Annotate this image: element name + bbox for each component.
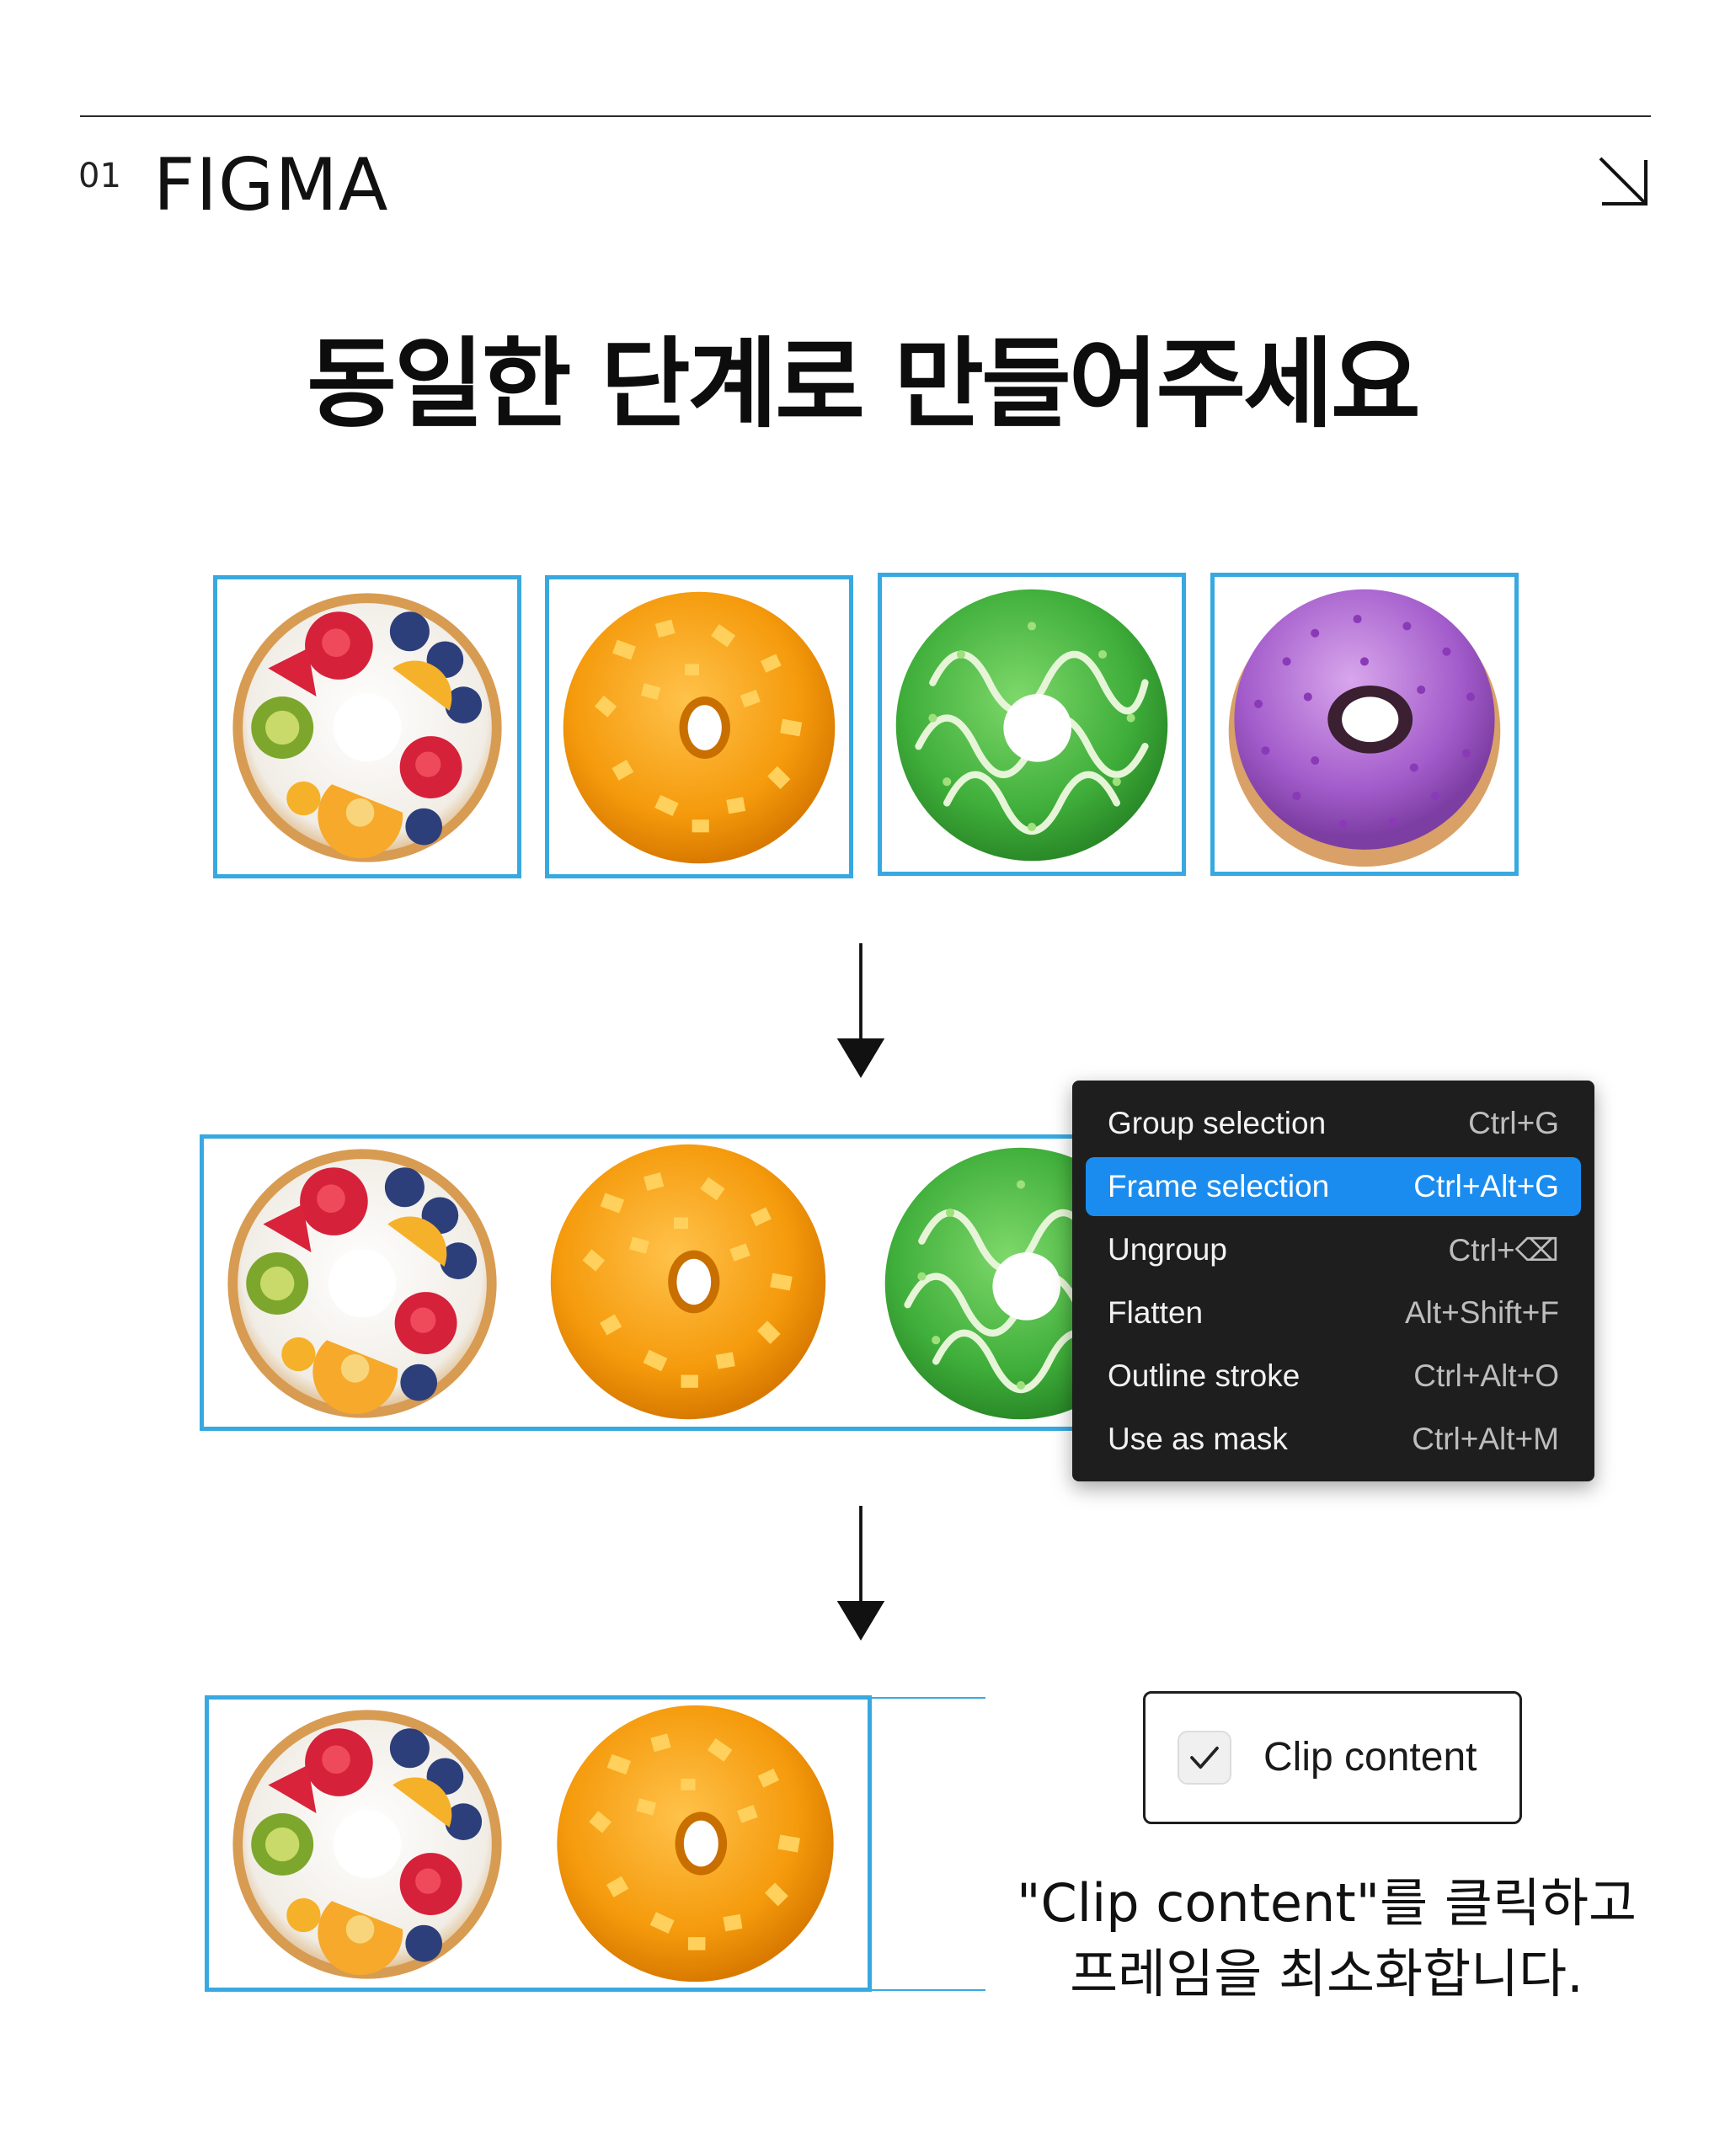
menu-item-frame-selection[interactable]: Frame selection Ctrl+Alt+G <box>1086 1157 1581 1216</box>
frame-extension-line-top <box>868 1697 985 1699</box>
donut-frame-4[interactable] <box>1210 573 1519 876</box>
down-arrow-icon <box>834 943 888 1078</box>
donut-frame-3[interactable] <box>878 573 1186 876</box>
menu-item-group-selection[interactable]: Group selection Ctrl+G <box>1086 1094 1581 1153</box>
menu-item-label: Ungroup <box>1108 1232 1227 1267</box>
check-icon <box>1190 1746 1219 1769</box>
menu-item-label: Use as mask <box>1108 1422 1288 1456</box>
caption-line-2: 프레임을 최소화합니다. <box>1070 1943 1583 2004</box>
clip-content-checkbox[interactable] <box>1178 1731 1231 1785</box>
orange-donut-image <box>545 1139 831 1425</box>
donut-frame-1[interactable] <box>213 575 521 878</box>
menu-item-use-as-mask[interactable]: Use as mask Ctrl+Alt+M <box>1086 1410 1581 1469</box>
clip-content-label: Clip content <box>1263 1735 1477 1780</box>
menu-item-label: Outline stroke <box>1108 1358 1300 1393</box>
section-title: FIGMA <box>153 143 389 227</box>
menu-item-shortcut: Ctrl+⌫ <box>1448 1232 1559 1267</box>
down-arrow-icon <box>834 1506 888 1641</box>
menu-item-shortcut: Ctrl+Alt+G <box>1413 1169 1559 1203</box>
clipped-frame[interactable] <box>205 1695 872 1992</box>
section-number: 01 <box>78 157 121 195</box>
menu-item-shortcut: Ctrl+Alt+O <box>1413 1358 1559 1393</box>
clip-content-panel: Clip content <box>1143 1691 1522 1824</box>
top-divider <box>80 115 1651 117</box>
menu-item-outline-stroke[interactable]: Outline stroke Ctrl+Alt+O <box>1086 1347 1581 1406</box>
menu-item-shortcut: Ctrl+G <box>1468 1106 1559 1140</box>
context-menu: Group selection Ctrl+G Frame selection C… <box>1072 1081 1594 1481</box>
caption-line-1: "Clip content"를 클릭하고 <box>1016 1872 1637 1934</box>
purple-donut-image <box>1221 584 1508 867</box>
arrow-down-right-icon <box>1599 157 1648 205</box>
orange-donut-image <box>556 586 842 869</box>
menu-item-label: Group selection <box>1108 1106 1327 1140</box>
menu-item-ungroup[interactable]: Ungroup Ctrl+⌫ <box>1086 1220 1581 1279</box>
fruit-donut-image <box>224 586 510 869</box>
menu-item-label: Frame selection <box>1108 1169 1330 1203</box>
instruction-caption: "Clip content"를 클릭하고 프레임을 최소화합니다. <box>994 1868 1659 2009</box>
fruit-donut-image <box>224 1703 510 1986</box>
frame-extension-line-bottom <box>868 1989 985 1991</box>
orange-donut-image <box>550 1700 841 1988</box>
combined-frame[interactable] <box>200 1134 1126 1431</box>
page-headline: 동일한 단계로 만들어주세요 <box>307 328 1420 441</box>
green-donut-image <box>889 584 1175 867</box>
donut-frame-2[interactable] <box>545 575 853 878</box>
menu-item-shortcut: Alt+Shift+F <box>1404 1295 1559 1330</box>
menu-item-label: Flatten <box>1108 1295 1204 1330</box>
fruit-donut-image <box>219 1142 505 1425</box>
menu-item-shortcut: Ctrl+Alt+M <box>1412 1422 1559 1456</box>
menu-item-flatten[interactable]: Flatten Alt+Shift+F <box>1086 1283 1581 1342</box>
